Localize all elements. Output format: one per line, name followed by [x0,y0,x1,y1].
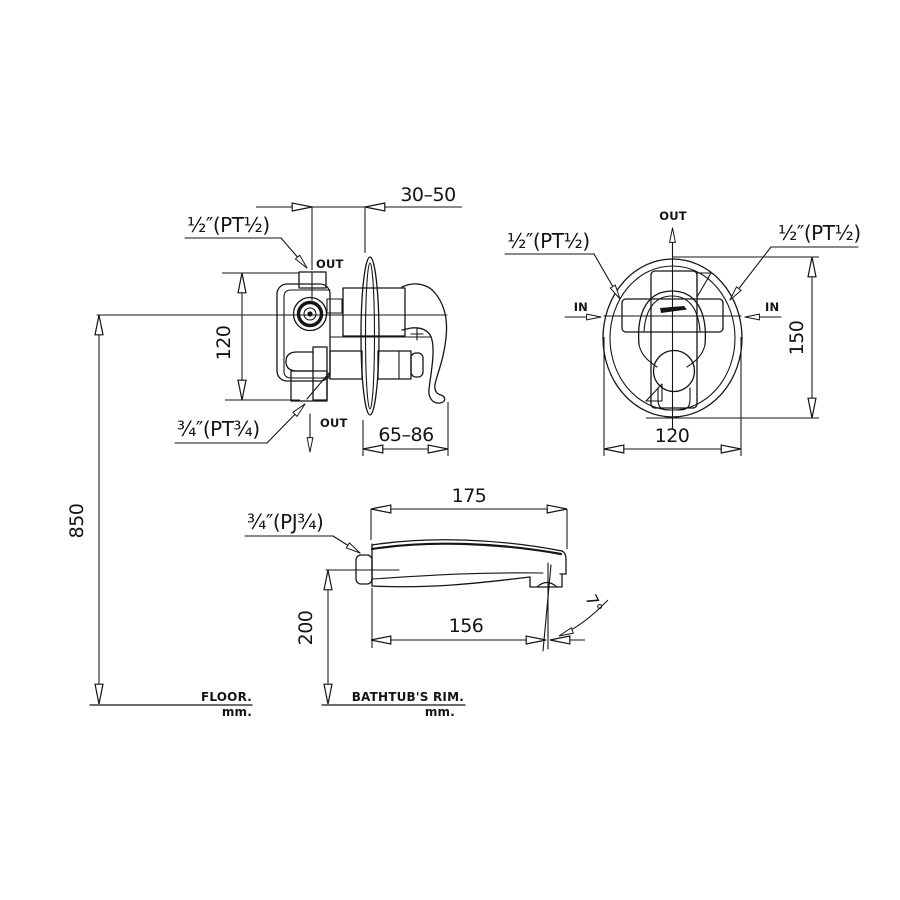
valve-body-side [276,271,343,382]
rim-unit: mm. [425,705,455,719]
label-half-pt-right: ½″(PT½) [778,221,861,245]
dim-850: 850 [66,504,88,539]
angle-7deg: 7° [581,591,606,616]
label-three-quarter-pj: ¾″(PJ¾) [247,510,323,534]
dim-depth: 65–86 [362,402,449,456]
dim-150: 150 [786,321,808,356]
valve-cross-front [621,270,724,409]
floor-height-dimension: 850 [66,314,104,705]
floor-unit: mm. [222,705,252,719]
dim-120-side: 120 [213,326,235,361]
dim-120-front: 120 [655,425,690,447]
dim-65-86: 65–86 [378,424,433,446]
dim-200: 200 [295,611,317,646]
escutcheon-front [602,248,743,429]
dim-wall-offset: 30–50 [256,184,462,270]
dim-spout-reach: 156 [370,588,547,648]
floor-label: FLOOR. [201,690,252,704]
out-front-label: OUT [659,209,687,223]
in-left-label: IN [574,300,588,314]
tub-outlet-side [285,346,424,402]
spout-angle: 7° [542,562,609,652]
out-bottom-label: OUT [320,416,348,430]
inlet-left-callout: ½″(PT½) [504,229,621,300]
dim-30-50: 30–50 [400,184,455,206]
dim-175: 175 [452,485,487,507]
in-right-label: IN [765,300,779,314]
in-left-flow: IN [564,300,602,321]
front-view: OUT IN IN ½″(PT½) ½″(PT½) 150 [504,209,861,456]
out-bottom-flow: OUT [306,413,348,453]
floor-line: FLOOR. mm. [89,690,253,719]
dim-height-front: 150 [646,256,819,419]
rim-label: BATHTUB'S RIM. [352,690,464,704]
in-right-flow: IN [744,300,782,321]
bathtub-rim-line: BATHTUB'S RIM. mm. [321,690,466,719]
side-view: 30–50 120 65–86 ½″(PT½) OUT ¾″(PT¾) [96,184,462,456]
out-top-label: OUT [316,257,344,271]
dim-port-spacing: 120 [213,272,300,401]
out-flow-front: OUT [659,209,687,253]
inlet-right-callout: ½″(PT½) [729,221,861,301]
lever-mark-icon [660,306,687,313]
label-half-pt-side: ½″(PT½) [187,213,270,237]
handle-side [401,283,448,404]
center-mark-icon [410,327,424,341]
spout-view: 7° 175 156 200 ¾″(PJ¾) [244,485,609,705]
label-three-quarter-pt: ¾″(PT¾) [177,417,260,441]
handle-front [637,290,707,411]
dim-spout-height: 200 [295,569,333,705]
spout-inlet-callout: ¾″(PJ¾) [244,510,361,554]
dim-156: 156 [449,615,484,637]
cartridge-side [329,287,431,338]
spout-body [355,539,567,588]
shower-outlet-callout: ½″(PT½) [184,213,308,269]
dim-spout-length: 175 [370,485,568,549]
tub-outlet-callout: ¾″(PT¾) [174,403,306,444]
label-half-pt-left: ½″(PT½) [507,229,590,253]
escutcheon-side [360,256,380,416]
dim-width-front: 120 [603,337,742,456]
spout-outlet [529,574,563,588]
